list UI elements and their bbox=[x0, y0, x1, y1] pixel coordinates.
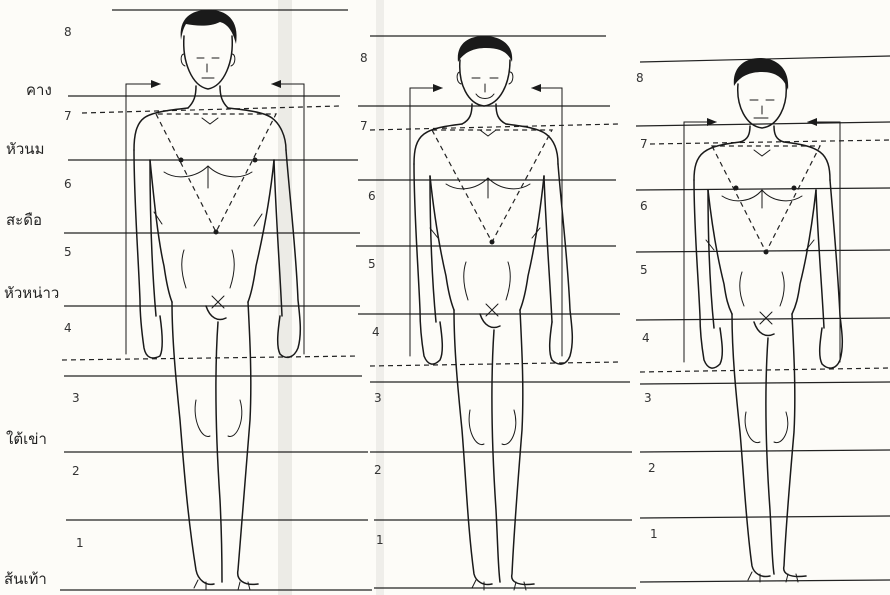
unit-number: 3 bbox=[374, 391, 382, 405]
unit-number: 2 bbox=[648, 461, 656, 475]
landmark-chin: คาง bbox=[26, 81, 52, 99]
figure-2 bbox=[410, 36, 572, 590]
landmark-pubis: หัวหน่าว bbox=[4, 284, 59, 302]
figure-1 bbox=[126, 10, 304, 590]
figure-3-guide-lines bbox=[636, 56, 890, 582]
unit-number: 7 bbox=[360, 119, 368, 133]
unit-number: 5 bbox=[640, 263, 648, 277]
unit-number: 1 bbox=[650, 527, 658, 541]
unit-number: 8 bbox=[64, 25, 72, 39]
landmark-heel: ส้นเท้า bbox=[4, 570, 47, 588]
unit-number: 3 bbox=[72, 391, 80, 405]
landmark-below-knee: ใต้เข่า bbox=[6, 430, 47, 448]
unit-number: 5 bbox=[64, 245, 72, 259]
figure-1-unit-numbers: 8 7 6 5 4 3 2 1 bbox=[64, 25, 84, 550]
panel-seam bbox=[376, 0, 384, 595]
unit-number: 5 bbox=[368, 257, 376, 271]
unit-number: 1 bbox=[76, 536, 84, 550]
unit-number: 2 bbox=[374, 463, 382, 477]
unit-number: 4 bbox=[64, 321, 72, 335]
unit-number: 4 bbox=[372, 325, 380, 339]
unit-number: 3 bbox=[644, 391, 652, 405]
unit-number: 8 bbox=[360, 51, 368, 65]
figure-3-unit-numbers: 8 7 6 5 4 3 2 1 bbox=[636, 71, 658, 541]
unit-number: 7 bbox=[640, 137, 648, 151]
unit-number: 7 bbox=[64, 109, 72, 123]
landmark-navel: สะดือ bbox=[6, 211, 42, 229]
unit-number: 2 bbox=[72, 464, 80, 478]
unit-number: 8 bbox=[636, 71, 644, 85]
unit-number: 6 bbox=[64, 177, 72, 191]
unit-number: 6 bbox=[368, 189, 376, 203]
unit-number: 1 bbox=[376, 533, 384, 547]
landmark-nipple: หัวนม bbox=[6, 140, 44, 158]
unit-number: 6 bbox=[640, 199, 648, 213]
unit-number: 4 bbox=[642, 331, 650, 345]
landmark-labels: คาง หัวนม สะดือ หัวหน่าว ใต้เข่า ส้นเท้า bbox=[4, 81, 59, 588]
panel-seam bbox=[278, 0, 292, 595]
